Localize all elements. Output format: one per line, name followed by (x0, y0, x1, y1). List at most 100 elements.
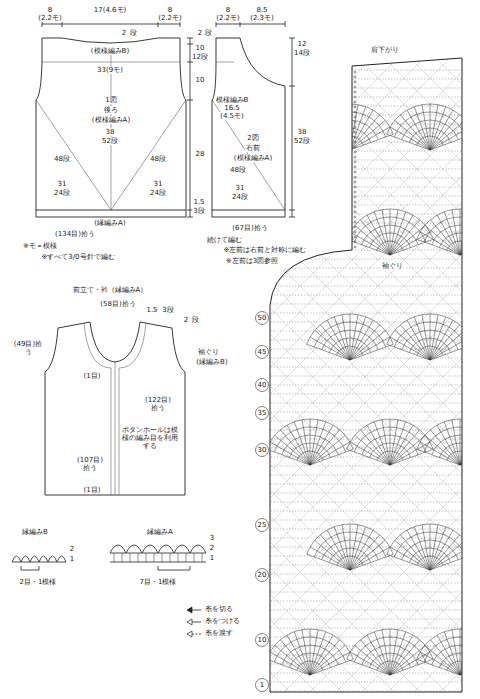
row-number-circle (256, 519, 269, 532)
chain-dot (354, 101, 356, 103)
mesh-line (260, 168, 470, 378)
chain-dot (354, 216, 356, 218)
chain-row (265, 88, 465, 89)
dimension-label: (縁編みB) (195, 358, 228, 366)
chain-row (265, 538, 465, 539)
dimension-label: 16.5 (223, 104, 241, 112)
dimension-label: 2 (121, 29, 127, 37)
dimension-label: (58目)拾う (99, 300, 136, 308)
dimension-label: 袖ぐり (197, 348, 220, 356)
chain-row (265, 664, 465, 665)
chain-dot (354, 171, 356, 173)
mesh-line (260, 480, 470, 690)
legend-sample (186, 629, 202, 639)
chain-row (265, 196, 465, 197)
legend-item: 糸をつける (186, 616, 266, 628)
dimension-label: 縁編みB (21, 528, 49, 536)
mesh-line (260, 272, 470, 482)
dimension-label: ボタンホールは模様の編み目を利用する (121, 426, 179, 450)
chain-dot (354, 176, 356, 178)
chain-row (265, 682, 465, 683)
dimension-label: 48段 (229, 166, 247, 174)
chain-dot (354, 141, 356, 143)
chain-dot (354, 81, 356, 83)
dimension-label: 8.5 (255, 6, 268, 14)
dimension-label: 14段 (293, 49, 311, 57)
dimension-label: 8 (225, 6, 231, 14)
chain-dot (354, 241, 356, 243)
row-number: 20 (257, 571, 268, 579)
chain-row (265, 340, 465, 341)
row-number-circle (256, 312, 269, 325)
dimension-label: 8 (167, 6, 173, 14)
chain-row (265, 304, 465, 305)
chain-dot (354, 131, 356, 133)
chain-row (265, 673, 465, 674)
dimension-label: 3段 (192, 207, 205, 215)
chain-row (265, 259, 465, 260)
legend-line (191, 610, 201, 611)
dimension-label: 肩下がり (370, 46, 400, 54)
mesh-line (260, 376, 470, 586)
chain-row (265, 691, 465, 692)
piece-label: 1図 (104, 96, 117, 104)
chain-dot (354, 96, 356, 98)
piece-outline-path (36, 210, 186, 217)
piece-outline-path (212, 38, 285, 210)
mesh-line (260, 0, 470, 14)
mesh-line (260, 0, 470, 66)
chain-row (265, 457, 465, 458)
pineapple-motif (417, 209, 480, 255)
dimension-label: 33(9モ) (96, 66, 124, 74)
dimension-label: 1.5 (192, 198, 205, 206)
dimension-label: 1.5 (145, 306, 158, 314)
chain-dot (354, 121, 356, 123)
chain-dots (354, 71, 356, 248)
dimension-label: 48段 (53, 155, 71, 163)
dimension-label: 12段 (191, 53, 209, 61)
row-number: 10 (257, 636, 268, 644)
dimension-line (289, 38, 295, 217)
legend: 糸を切る糸をつける糸を渡す (186, 604, 266, 640)
dimension-label: 段 (191, 316, 200, 324)
dimension-label: 12 (297, 40, 308, 48)
chain-row (265, 223, 465, 224)
chain-dot (354, 231, 356, 233)
mesh-line (260, 662, 470, 699)
pineapple-motif (417, 419, 480, 465)
mesh-line (260, 12, 470, 222)
chain-dot (354, 116, 356, 118)
legend-sample (186, 605, 202, 615)
chain-row (265, 466, 465, 467)
mesh-line (260, 116, 470, 326)
legend-item: 糸を渡す (186, 628, 266, 640)
piece-outline-path (36, 38, 186, 210)
dimension-label: 52段 (293, 137, 311, 145)
dimension-label: 17(4.6モ) (93, 6, 128, 14)
stitch-chart (260, 0, 480, 699)
row-number-circle (256, 407, 269, 420)
dimension-label: 2 (69, 545, 75, 553)
legend-line (191, 634, 201, 635)
legend-item: 糸を切る (186, 604, 266, 616)
chain-row (265, 547, 465, 548)
chain-dot (354, 156, 356, 158)
chain-dot (354, 166, 356, 168)
chain-dot (354, 206, 356, 208)
chain-row (265, 313, 465, 314)
piece-outline-path (45, 322, 185, 495)
dimension-label: 2 (209, 544, 215, 552)
dimension-label: 38 (297, 128, 308, 136)
piece-outline-path (212, 210, 285, 217)
chain-row (265, 205, 465, 206)
dimension-label: 縁編みA (146, 528, 174, 536)
mesh-line (260, 0, 470, 144)
chain-row (265, 583, 465, 584)
chain-row (265, 286, 465, 287)
row-number: 1 (259, 681, 265, 689)
chain-dot (354, 146, 356, 148)
mesh-line (260, 0, 470, 92)
dimension-label: 52段 (101, 137, 119, 145)
chain-row (265, 133, 465, 134)
